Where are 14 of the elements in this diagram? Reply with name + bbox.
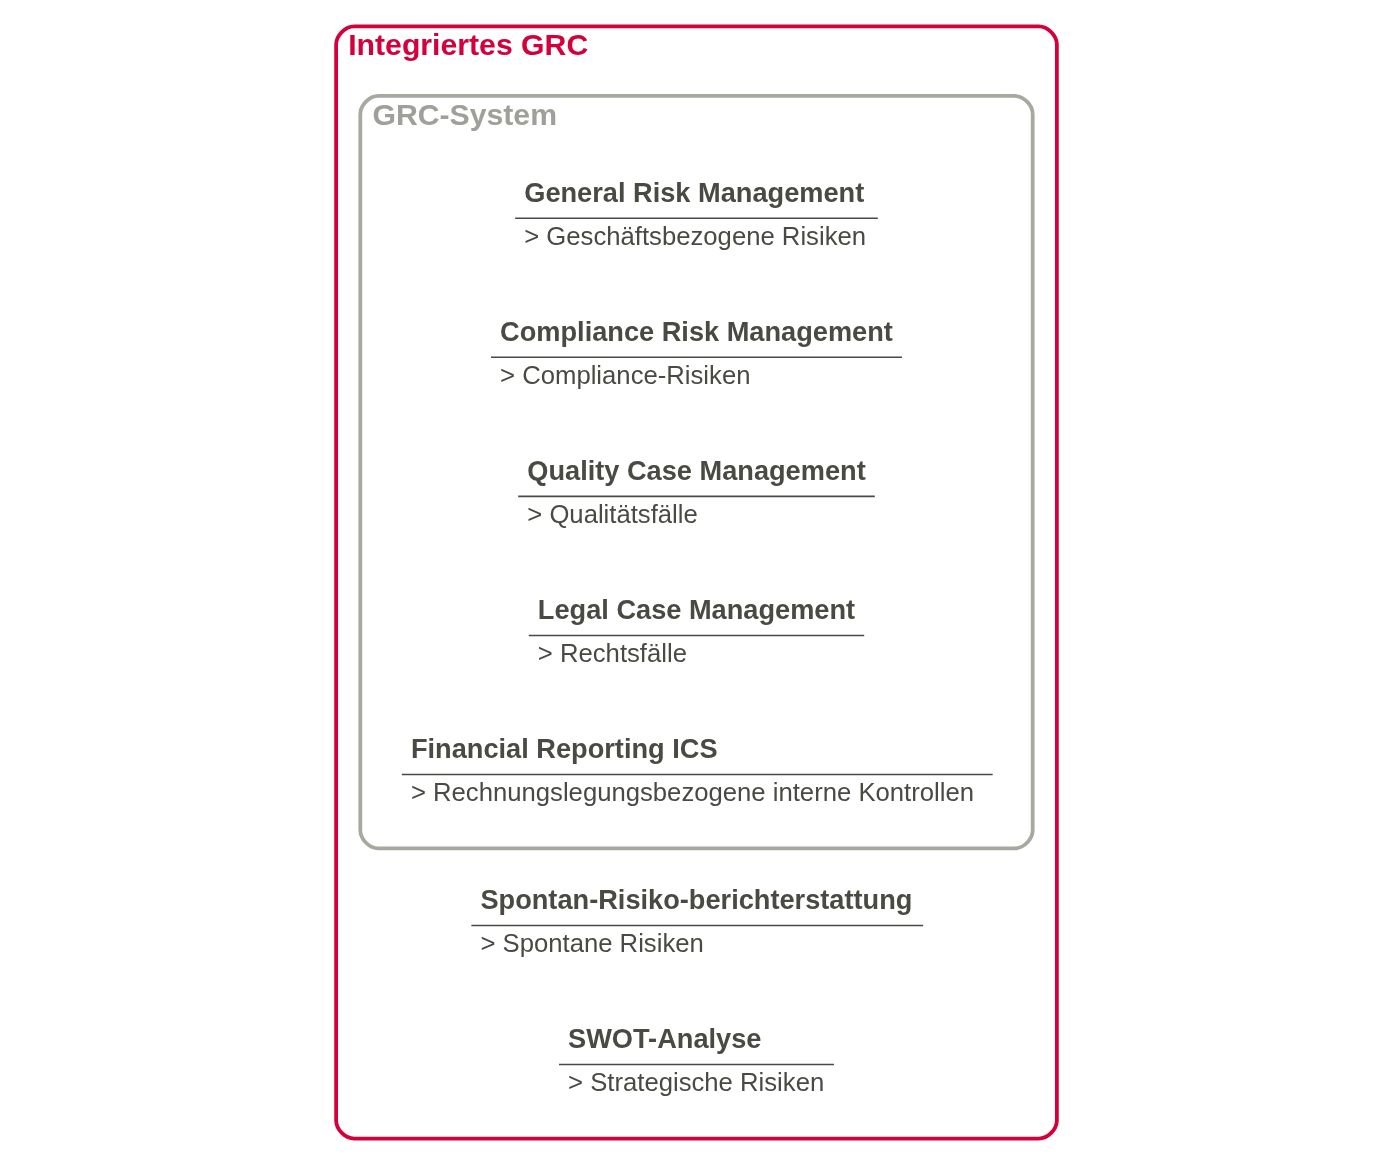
node-label: > Compliance-Risiken (500, 360, 751, 389)
node-label: > Rechtsfälle (537, 638, 687, 667)
node-label: Financial Reporting ICS (410, 733, 718, 765)
node-label: > Strategische Risiken (568, 1068, 825, 1097)
node-label: > Spontane Risiken (480, 929, 704, 958)
node-label: Compliance Risk Management (500, 316, 893, 348)
node-label: > Geschäftsbezogene Risiken (524, 221, 867, 250)
node-label: Legal Case Management (537, 594, 856, 626)
node-label: Spontan-Risiko-berichterstattung (480, 884, 913, 916)
node-label: Quality Case Management (527, 455, 866, 487)
node-label: > Rechnungslegungsbezogene interne Kontrollen (410, 777, 974, 806)
node-label: General Risk Management (524, 177, 865, 209)
node-label: SWOT-Analyse (568, 1023, 762, 1055)
node-label: > Qualitätsfälle (527, 499, 698, 528)
